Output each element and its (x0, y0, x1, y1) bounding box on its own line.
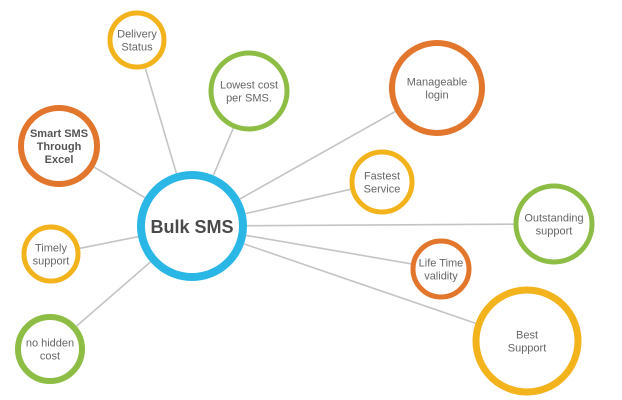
connector-line-no-hidden-cost (75, 261, 151, 327)
node-label-lowest-cost-line-2: per SMS. (226, 93, 272, 105)
node-circle-no-hidden-cost (15, 314, 85, 384)
node-label-fastest-service-line-2: Service (364, 184, 401, 196)
node-circle-fastest-service (349, 149, 415, 215)
node-label-no-hidden-cost-line-1: no hidden (26, 338, 74, 350)
node-circle-delivery-status (107, 10, 167, 70)
node-label-manageable-login-line-1: Manageable (407, 77, 468, 89)
node-label-smart-sms-excel-line-1: Smart SMS (30, 128, 88, 140)
node-label-timely-support-line-1: Timely (35, 243, 67, 255)
node-circle-lowest-cost (208, 50, 290, 132)
connector-line-timely-support (79, 235, 139, 250)
node-label-outstanding-support-line-2: support (536, 226, 573, 238)
node-label-smart-sms-excel-line-2: Through (37, 141, 82, 153)
node-label-delivery-status-line-1: Delivery (117, 29, 157, 41)
connector-line-best-support (243, 243, 476, 325)
connector-line-lowest-cost (212, 127, 234, 176)
connector-line-fastest-service (245, 188, 351, 215)
node-label-delivery-status-line-2: Status (121, 42, 153, 54)
node-label-smart-sms-excel-line-3: Excel (45, 154, 74, 166)
connector-line-lifetime-validity (246, 234, 412, 265)
connector-line-delivery-status (144, 68, 178, 174)
connector-line-outstanding-support (246, 223, 514, 227)
center-circle (137, 171, 247, 281)
node-label-manageable-login-line-2: login (425, 90, 448, 102)
node-label-lowest-cost-line-1: Lowest cost (220, 80, 278, 92)
node-circle-smart-sms-excel (18, 105, 100, 187)
connector-lines (75, 68, 514, 327)
node-label-lifetime-validity-line-1: Life Time (419, 258, 464, 270)
center-label: Bulk SMS (150, 217, 233, 237)
node-circle-manageable-login (389, 40, 485, 136)
connector-line-smart-sms-excel (93, 166, 146, 199)
node-circle-outstanding-support (513, 183, 595, 265)
node-label-best-support-line-1: Best (516, 330, 538, 342)
connector-line-manageable-login (239, 110, 396, 200)
node-label-no-hidden-cost-line-2: cost (40, 351, 60, 363)
node-label-fastest-service-line-1: Fastest (364, 171, 400, 183)
center-node: Bulk SMS (137, 171, 247, 281)
node-circle-lifetime-validity (410, 238, 472, 300)
node-label-outstanding-support-line-1: Outstanding (524, 213, 583, 225)
node-circle-best-support (472, 286, 582, 396)
node-circle-timely-support (21, 224, 81, 284)
node-label-timely-support-line-2: support (33, 256, 70, 268)
node-label-lifetime-validity-line-2: validity (424, 271, 458, 283)
node-label-best-support-line-2: Support (508, 343, 547, 355)
